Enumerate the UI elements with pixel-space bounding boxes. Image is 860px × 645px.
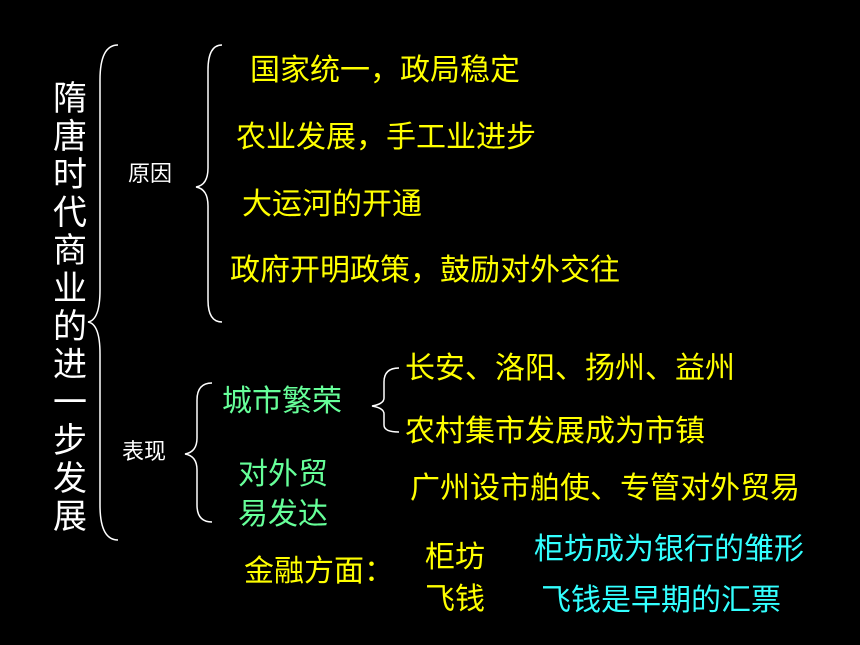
cause-item-2: 农业发展，手工业进步 xyxy=(236,120,536,155)
causes-label: 原因 xyxy=(128,162,173,187)
trade-label-line-2: 易发达 xyxy=(238,497,328,532)
city-item-2: 农村集市发展成为市镇 xyxy=(405,414,705,449)
finance-detail-1: 柜坊成为银行的雏形 xyxy=(534,532,804,567)
cause-item-4: 政府开明政策，鼓励对外交往 xyxy=(230,253,620,288)
trade-label-line-1: 对外贸 xyxy=(238,457,328,492)
finance-detail-2: 飞钱是早期的汇票 xyxy=(541,583,781,618)
causes-brace xyxy=(195,44,223,323)
city-item-1: 长安、洛阳、扬州、益州 xyxy=(405,351,735,386)
manifestations-label: 表现 xyxy=(122,440,167,465)
city-brace xyxy=(371,367,400,433)
main-brace xyxy=(87,44,119,541)
finance-item-1: 柜坊 xyxy=(425,540,485,575)
cause-item-1: 国家统一，政局稳定 xyxy=(250,53,520,88)
finance-label: 金融方面： xyxy=(244,554,394,589)
page-title: 隋唐时代商业的进一步发展 xyxy=(53,79,87,537)
cause-item-3: 大运河的开通 xyxy=(242,187,422,222)
manifestations-brace xyxy=(184,382,213,523)
trade-detail: 广州设市舶使、专管对外贸易 xyxy=(410,471,800,506)
city-label: 城市繁荣 xyxy=(222,384,342,419)
finance-item-2: 飞钱 xyxy=(425,582,485,617)
